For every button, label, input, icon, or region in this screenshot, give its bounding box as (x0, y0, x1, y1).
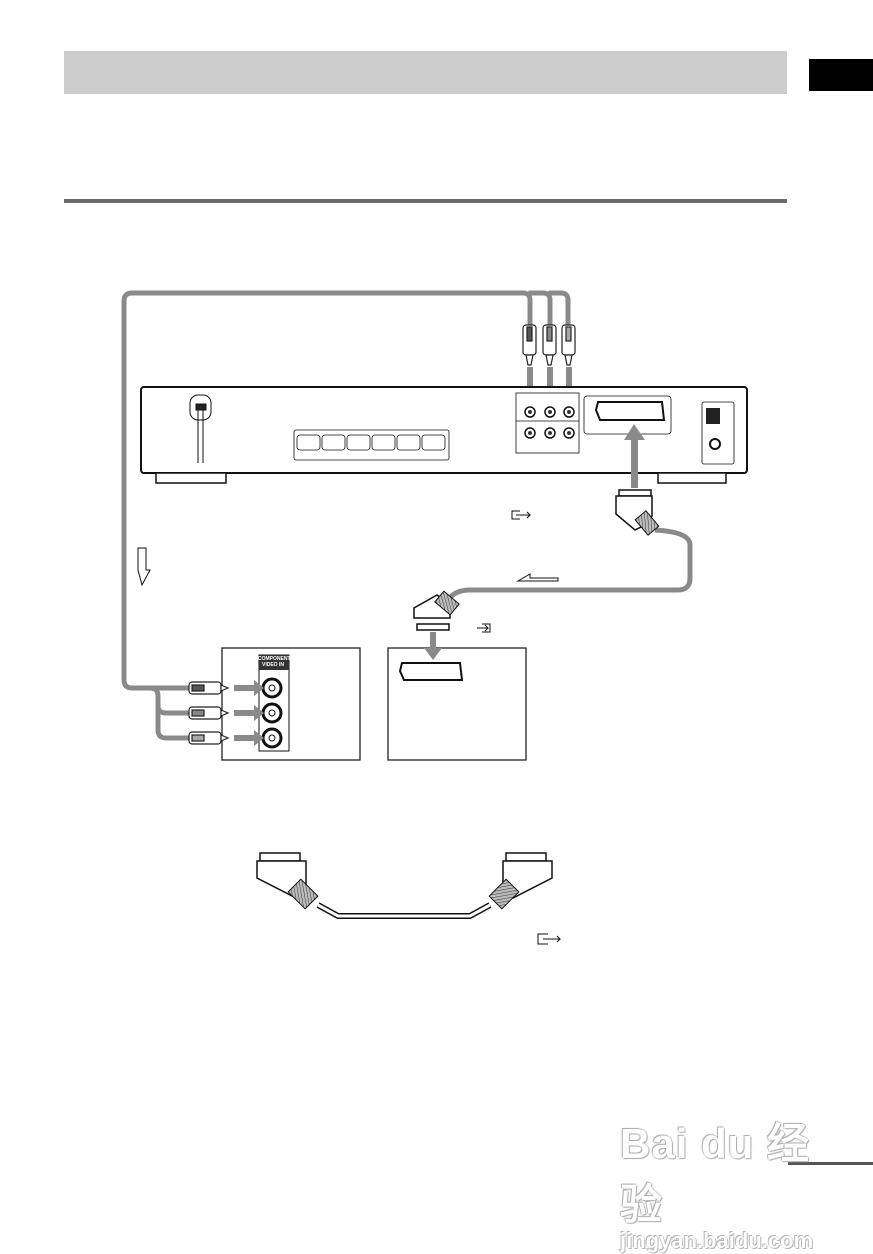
insert-arrow-scart (624, 424, 645, 488)
component-label-line1: COMPONENT (258, 656, 291, 662)
component-video-in-label: COMPONENT VIDEO IN (258, 656, 291, 668)
watermark-url: jingyan.baidu.com (620, 1228, 814, 1253)
watermark: Bai du 经验 jingyan.baidu.com (620, 1110, 830, 1254)
chapter-side-tab (809, 59, 873, 91)
watermark-brand: Bai du 经验 (620, 1120, 811, 1228)
section-divider-rule (64, 199, 787, 203)
tv-scart-panel (387, 632, 527, 761)
footer-rule (788, 1162, 873, 1165)
component-label-line2: VIDEO IN (262, 662, 284, 668)
scart-input-icon (477, 623, 491, 633)
player-rear-panel (140, 386, 748, 484)
component-cable (121, 290, 571, 741)
scart-cable-illustration (256, 852, 553, 919)
signal-flow-arrow (137, 547, 151, 587)
rca-plugs-bottom (188, 681, 230, 745)
scart-cable (413, 489, 693, 631)
rca-plugs-top (522, 324, 576, 366)
tv-component-panel (221, 647, 361, 761)
section-header-band (64, 51, 787, 94)
scart-output-icon-2 (537, 933, 562, 945)
scart-output-icon (511, 510, 532, 520)
